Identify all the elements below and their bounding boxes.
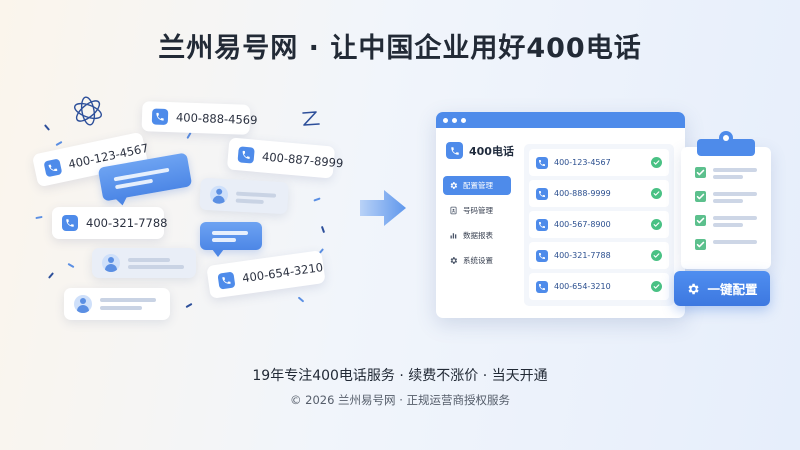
phone-icon (217, 271, 236, 290)
app-brand: 400电话 (446, 142, 514, 159)
phone-icon (536, 280, 548, 293)
phone-number: 400-567-8900 (554, 220, 611, 229)
checkbox-checked-icon (695, 215, 706, 226)
nav-label: 系统设置 (463, 256, 493, 265)
window-dot (443, 117, 448, 123)
check-icon (651, 188, 662, 199)
sidebar: 400电话 配置管理 号码管理 数据报表 系统设置 (436, 128, 520, 318)
check-icon (651, 250, 662, 261)
list-item[interactable]: 400-123-4567 (529, 149, 669, 176)
spark (297, 296, 305, 303)
number-card: 400-887-8999 (226, 137, 344, 179)
phone-number: 400-887-8999 (261, 149, 344, 171)
phone-number: 400-123-4567 (554, 158, 611, 167)
profile-card (199, 177, 289, 215)
nav-item-numbers[interactable]: 号码管理 (443, 201, 511, 220)
spark (43, 124, 51, 131)
list-item[interactable]: 400-321-7788 (529, 242, 669, 269)
spark (55, 140, 63, 147)
clipboard-board (681, 147, 771, 269)
phone-icon (151, 108, 169, 126)
nav-item-reports[interactable]: 数据报表 (443, 226, 511, 245)
phone-number: 400-888-9999 (554, 189, 611, 198)
phone-icon (536, 218, 548, 231)
number-card: 400-654-3210 (206, 250, 326, 299)
window-titlebar (436, 112, 685, 128)
spark (185, 302, 193, 309)
nav-label: 配置管理 (463, 181, 493, 190)
gear-icon (686, 282, 700, 296)
squiggle-icon (302, 111, 320, 126)
cta-label: 一键配置 (707, 282, 758, 297)
spark (35, 215, 43, 220)
window-dot (461, 117, 466, 123)
copyright: © 2026 兰州易号网 · 正规运营商授权服务 (289, 393, 511, 407)
phone-icon (446, 142, 463, 159)
spark (47, 272, 55, 279)
spark (67, 262, 75, 269)
phone-icon (536, 249, 548, 262)
nav-item-settings[interactable]: 系统设置 (443, 251, 511, 270)
list-item[interactable]: 400-567-8900 (529, 211, 669, 238)
tagline: 19年专注400电话服务 · 续费不涨价 · 当天开通 (252, 368, 548, 384)
knot-icon (73, 96, 103, 126)
clipboard-checklist (681, 131, 771, 269)
page-title: 兰州易号网 · 让中国企业用好400电话 (158, 33, 642, 64)
spark (320, 225, 326, 234)
checkbox-checked-icon (695, 167, 706, 178)
nav-label: 数据报表 (463, 231, 493, 240)
list-item[interactable]: 400-654-3210 (529, 273, 669, 300)
spark (186, 131, 192, 140)
list-item[interactable]: 400-888-9999 (529, 180, 669, 207)
clipboard-clip (697, 139, 755, 156)
clipboard-ring (719, 131, 733, 145)
chat-bubble (200, 222, 262, 257)
profile-card (92, 248, 196, 278)
gear-icon (449, 181, 458, 190)
avatar-icon (74, 295, 92, 313)
arrow-right-icon (360, 190, 406, 226)
phone-book-icon (450, 206, 457, 215)
spark (313, 197, 321, 202)
bar-chart-icon (450, 233, 457, 239)
phone-number: 400-654-3210 (241, 259, 324, 285)
profile-card (64, 288, 170, 320)
number-card: 400-321-7788 (52, 207, 168, 239)
phone-number: 400-321-7788 (554, 251, 611, 260)
phone-icon (62, 215, 78, 231)
check-icon (651, 281, 662, 292)
number-card: 400-888-4569 (141, 101, 258, 135)
nav-item-config[interactable]: 配置管理 (443, 176, 511, 195)
phone-number: 400-888-4569 (175, 110, 258, 128)
phone-icon (536, 187, 548, 200)
checkbox-checked-icon (695, 239, 706, 250)
nav-label: 号码管理 (463, 206, 493, 215)
check-icon (651, 157, 662, 168)
phone-number: 400-321-7788 (86, 216, 168, 230)
phone-icon (237, 146, 255, 164)
number-list: 400-123-4567 400-888-9999 400-567-8900 4… (524, 144, 674, 306)
phone-number: 400-654-3210 (554, 282, 611, 291)
settings-icon (449, 256, 458, 265)
window-dot (452, 117, 457, 123)
avatar-icon (102, 254, 120, 272)
app-window: 400电话 配置管理 号码管理 数据报表 系统设置 400-123-4567 4… (436, 112, 685, 318)
checkbox-checked-icon (695, 191, 706, 202)
phone-icon (43, 157, 63, 177)
avatar-icon (209, 185, 229, 205)
one-click-config-button[interactable]: 一键配置 (674, 271, 770, 306)
phone-icon (536, 156, 548, 169)
brand-label: 400电话 (469, 144, 514, 158)
check-icon (651, 219, 662, 230)
